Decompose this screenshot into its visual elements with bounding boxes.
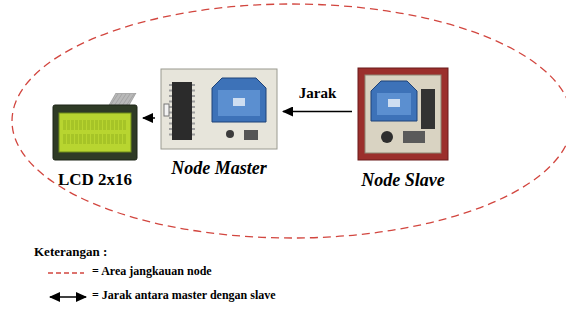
device-node: LCD 2x16 — [50, 93, 140, 190]
device-node: Node Master — [158, 68, 280, 179]
legend-heading: Keterangan : — [34, 245, 107, 259]
device-node: Node Slave — [355, 67, 451, 191]
connector-arrow — [283, 111, 352, 113]
device-photo — [160, 68, 278, 150]
legend-distance-sample — [50, 296, 86, 298]
legend-range-sample — [48, 272, 84, 273]
range-area — [12, 4, 566, 238]
device-label: LCD 2x16 — [50, 171, 140, 190]
device-photo — [357, 67, 449, 161]
device-label: Node Slave — [355, 171, 451, 191]
connector-arrow — [143, 117, 155, 119]
legend-text: = Area jangkauan node — [92, 265, 212, 278]
device-photo — [52, 93, 138, 161]
device-label: Node Master — [158, 159, 280, 179]
distance-label: Jarak — [297, 85, 339, 102]
legend-text: = Jarak antara master dengan slave — [92, 289, 276, 302]
